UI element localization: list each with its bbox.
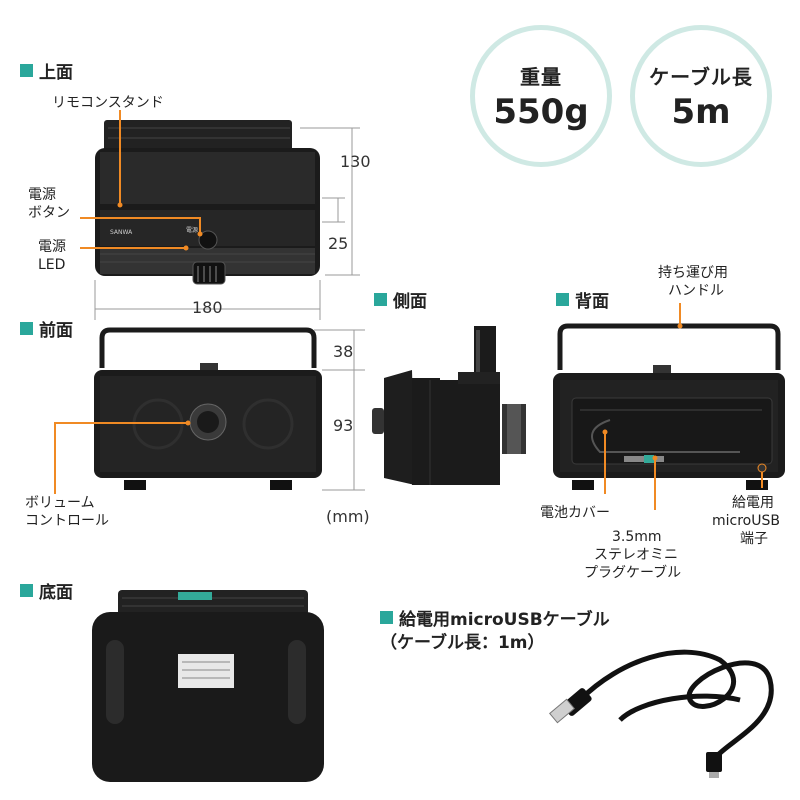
section-marker-icon xyxy=(374,293,387,306)
dim-top-depth: 130 xyxy=(340,152,371,171)
volume-label-line1: ボリューム xyxy=(25,495,95,511)
top-dimension-lines xyxy=(94,127,360,320)
section-usb-cable: 給電用microUSBケーブル xyxy=(380,605,610,630)
section-marker-icon xyxy=(20,322,33,335)
cable-length-badge: ケーブル長 5m xyxy=(630,25,772,167)
dim-body-height: 93 xyxy=(333,416,354,435)
power-button-label-line2: ボタン xyxy=(28,205,70,221)
section-front: 前面 xyxy=(20,316,73,341)
remote-stand-label: リモコンスタンド xyxy=(52,95,164,111)
section-side: 側面 xyxy=(374,287,427,312)
top-callout-lines xyxy=(80,110,201,249)
stereo-cable-label-line2: ステレオミニ xyxy=(594,547,678,563)
cable-length-value: 5m xyxy=(671,91,731,132)
cable-length-label: ケーブル長 xyxy=(649,64,753,89)
usb-cable-length: （ケーブル長：1m） xyxy=(380,633,545,653)
weight-badge: 重量 550g xyxy=(470,25,612,167)
stereo-cable-label-line1: 3.5mm xyxy=(612,529,662,545)
section-marker-icon xyxy=(380,611,393,624)
section-marker-icon xyxy=(556,293,569,306)
front-callout-line xyxy=(54,422,188,494)
dim-width: 180 xyxy=(192,298,223,317)
brand-mark: SANWA xyxy=(110,229,133,236)
section-marker-icon xyxy=(20,584,33,597)
power-led-label-line1: 電源 xyxy=(38,239,66,255)
handle-label-line1: 持ち運び用 xyxy=(658,265,728,281)
power-mark: 電源 xyxy=(186,226,198,234)
section-marker-icon xyxy=(20,64,33,77)
front-view-device xyxy=(94,327,322,490)
section-back: 背面 xyxy=(556,287,609,312)
power-led-label-line2: LED xyxy=(38,257,66,273)
usb-port-label-line2: microUSB xyxy=(712,513,780,529)
bottom-view-device xyxy=(92,590,324,782)
handle-label-line2: ハンドル xyxy=(668,283,724,299)
top-view-device xyxy=(95,120,320,285)
side-view-device xyxy=(372,326,500,485)
weight-label: 重量 xyxy=(520,64,562,89)
usb-port-label-line3: 端子 xyxy=(740,531,768,547)
back-callout-lines xyxy=(604,303,763,510)
power-button-label-line1: 電源 xyxy=(28,187,56,203)
usb-cable-illustration xyxy=(549,649,774,778)
volume-label-line2: コントロール xyxy=(25,513,109,529)
section-top: 上面 xyxy=(20,58,73,83)
dim-top-step: 25 xyxy=(328,234,349,253)
dim-handle-height: 38 xyxy=(333,342,354,361)
usb-port-label-line1: 給電用 xyxy=(732,495,774,511)
stereo-cable-label-line3: プラグケーブル xyxy=(584,565,682,581)
battery-cover-label: 電池カバー xyxy=(540,505,610,521)
back-view-device xyxy=(502,323,785,490)
weight-value: 550g xyxy=(493,91,589,132)
front-dimension-lines xyxy=(314,329,365,491)
dim-unit: (mm) xyxy=(326,507,370,526)
section-bottom: 底面 xyxy=(20,578,73,603)
